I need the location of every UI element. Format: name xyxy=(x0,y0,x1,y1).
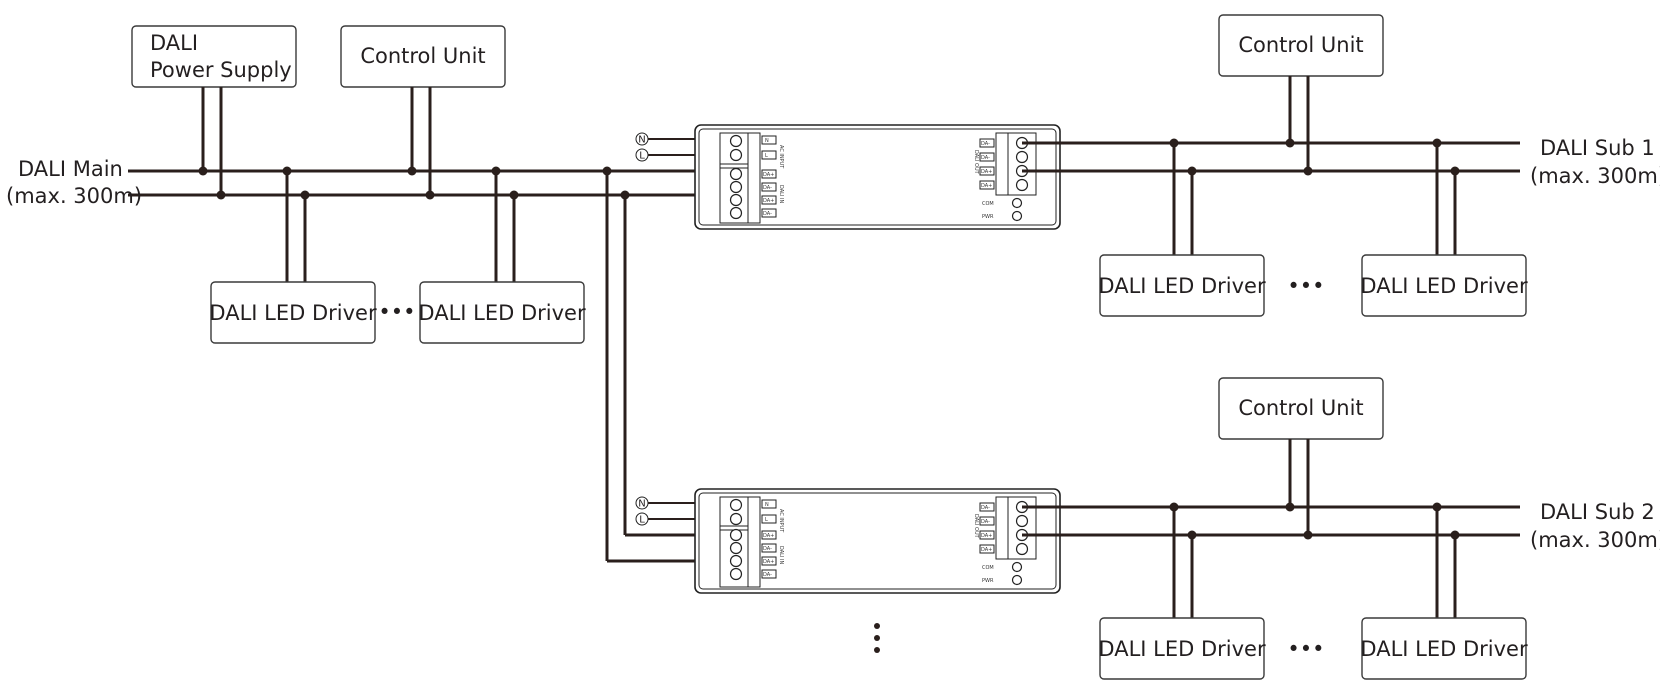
terminal-l-label: L xyxy=(639,151,645,162)
repeater-2-pin-da2: DA- xyxy=(763,546,772,552)
terminal-n-label-2: N xyxy=(638,499,645,510)
led-driver-sub1-2-box xyxy=(1361,254,1527,317)
repeater-1-pwr-led xyxy=(1011,210,1023,222)
dali-power-supply: DALI Power Supply xyxy=(131,25,297,200)
repeater-1-out-pin-1: DA- xyxy=(981,141,990,147)
repeater-1-pin-l: L xyxy=(765,153,768,159)
repeater-2-out-pin-2: DA- xyxy=(981,519,990,525)
led-driver-sub1-2-label: DALI LED Driver xyxy=(1360,274,1528,298)
dali-repeater-1: N L N L DA+ DA- DA+ DA- AC INPUT DALI IN xyxy=(635,124,1061,230)
more-repeaters-ellipsis xyxy=(874,623,880,653)
dali-main-bus: DALI Main (max. 300m) xyxy=(6,157,745,208)
control-unit-main-box xyxy=(340,25,506,88)
led-driver-main-1-label: DALI LED Driver xyxy=(209,301,377,325)
terminal-l-label-2: L xyxy=(639,515,645,526)
led-driver-sub2-2-box xyxy=(1361,617,1527,680)
repeater-1-pin-da3: DA+ xyxy=(763,198,774,204)
repeater-2-out-pin-4: DA+ xyxy=(981,547,992,553)
control-unit-main-label: Control Unit xyxy=(360,44,485,68)
repeater-1-pin-da1: DA+ xyxy=(763,172,774,178)
repeater-2-pin-da3: DA+ xyxy=(763,559,774,565)
sub1-bus-label: DALI Sub 1 xyxy=(1540,136,1655,160)
sub2-bus-length: (max. 300m) xyxy=(1530,528,1660,552)
repeater-1-pin-n: N xyxy=(765,138,769,144)
repeater-1-com-label: COM xyxy=(982,201,994,207)
repeater-2-com-led xyxy=(1011,561,1023,573)
led-driver-main-2-label: DALI LED Driver xyxy=(418,301,586,325)
repeater-1-housing xyxy=(694,124,1061,230)
led-driver-sub2-1-label: DALI LED Driver xyxy=(1098,637,1266,661)
power-supply-label-line2: Power Supply xyxy=(150,58,292,82)
repeater-2-housing xyxy=(694,488,1061,594)
led-driver-sub2-1: DALI LED Driver xyxy=(1098,502,1266,680)
repeater-1-out-pin-4: DA+ xyxy=(981,183,992,189)
sub1-bus-length: (max. 300m) xyxy=(1530,164,1660,188)
led-driver-sub1-1: DALI LED Driver xyxy=(1098,138,1266,317)
repeater-2-pwr-led xyxy=(1011,574,1023,586)
led-driver-main-2-box xyxy=(419,281,585,344)
repeater-1-out-pin-2: DA- xyxy=(981,155,990,161)
repeater-1-out-pin-3: DA+ xyxy=(981,169,992,175)
control-unit-sub2-label: Control Unit xyxy=(1238,396,1363,420)
led-driver-sub2-2: DALI LED Driver xyxy=(1360,502,1528,680)
repeater-2-input-label: DALI IN xyxy=(778,546,784,565)
repeater-1-power-label: AC INPUT xyxy=(778,145,784,169)
led-driver-sub2-1-box xyxy=(1099,617,1265,680)
repeater-2-com-label: COM xyxy=(982,565,994,571)
led-driver-sub1-1-label: DALI LED Driver xyxy=(1098,274,1266,298)
dali-sub1-bus: DALI Sub 1 (max. 300m) xyxy=(1022,136,1660,188)
repeater-2-pin-l: L xyxy=(765,517,768,523)
repeater-2-out-pin-3: DA+ xyxy=(981,533,992,539)
power-supply-box xyxy=(131,25,297,88)
control-unit-sub2: Control Unit xyxy=(1218,377,1384,540)
repeater-2-out-pin-1: DA- xyxy=(981,505,990,511)
main-drivers-ellipsis: ••• xyxy=(378,300,415,324)
led-driver-sub1-1-box xyxy=(1099,254,1265,317)
led-driver-sub2-2-label: DALI LED Driver xyxy=(1360,637,1528,661)
sub2-drivers-ellipsis: ••• xyxy=(1287,637,1324,661)
repeater-1-input-label: DALI IN xyxy=(778,185,784,204)
repeater-2-pin-da4: DA- xyxy=(763,572,772,578)
repeater-1-pin-da4: DA- xyxy=(763,211,772,217)
led-driver-main-1-box xyxy=(210,281,376,344)
repeater-2-pin-n: N xyxy=(765,502,769,508)
repeater-1-output-label: DALI OUT xyxy=(973,150,979,175)
terminal-n-label: N xyxy=(638,135,645,146)
control-unit-sub1-label: Control Unit xyxy=(1238,33,1363,57)
power-supply-label-line1: DALI xyxy=(150,31,198,55)
repeater-1-com-led xyxy=(1011,197,1023,209)
repeater-1-pwr-label: PWR xyxy=(982,214,994,220)
repeater-2-power-label: AC INPUT xyxy=(778,509,784,533)
led-driver-main-2: DALI LED Driver xyxy=(418,166,586,344)
led-driver-sub1-2: DALI LED Driver xyxy=(1360,138,1528,317)
repeater-2-pwr-label: PWR xyxy=(982,578,994,584)
control-unit-main: Control Unit xyxy=(340,25,506,200)
sub1-drivers-ellipsis: ••• xyxy=(1287,274,1324,298)
dali-repeater-2: N L N L DA+ DA- DA+ DA- AC INPUT DALI IN xyxy=(635,488,1061,594)
main-bus-length: (max. 300m) xyxy=(6,184,142,208)
control-unit-sub1: Control Unit xyxy=(1218,14,1384,176)
control-unit-sub2-box xyxy=(1218,377,1384,440)
repeater-2-output-label: DALI OUT xyxy=(973,514,979,539)
main-bus-label: DALI Main xyxy=(18,157,123,181)
dali-sub2-bus: DALI Sub 2 (max. 300m) xyxy=(1022,500,1660,552)
repeater-2-pin-da1: DA+ xyxy=(763,533,774,539)
repeater-1-pin-da2: DA- xyxy=(763,185,772,191)
control-unit-sub1-box xyxy=(1218,14,1384,77)
led-driver-main-1: DALI LED Driver xyxy=(209,166,377,344)
sub2-bus-label: DALI Sub 2 xyxy=(1540,500,1655,524)
